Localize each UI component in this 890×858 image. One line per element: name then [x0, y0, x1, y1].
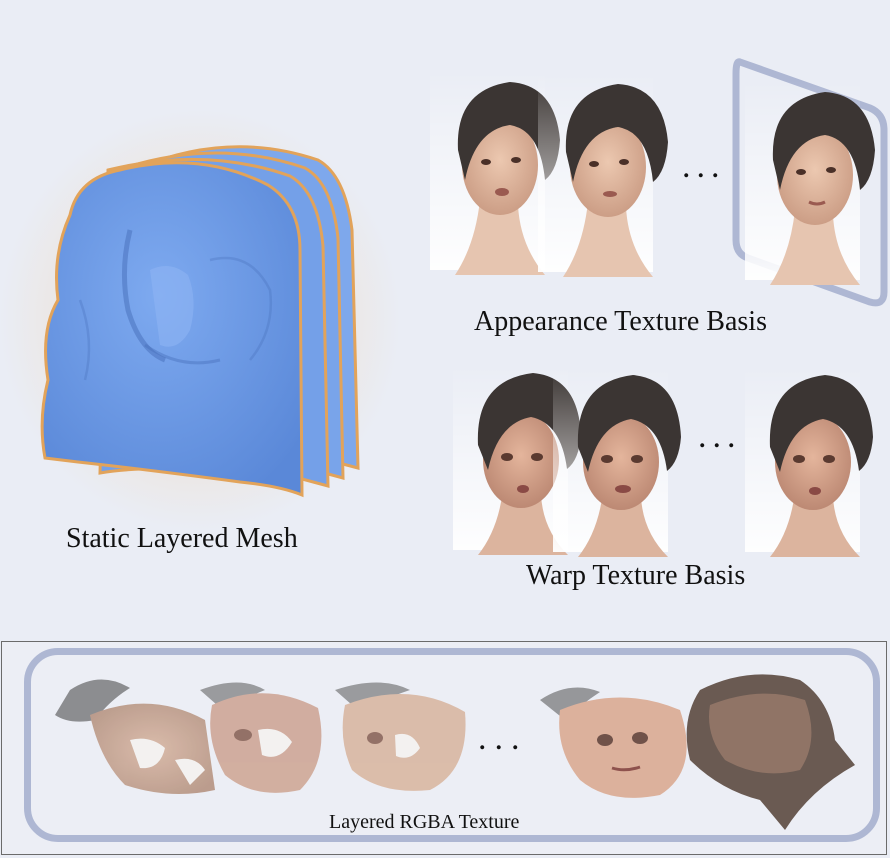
appearance-ellipsis: ...: [682, 148, 726, 185]
static-layered-mesh-label: Static Layered Mesh: [66, 523, 298, 554]
rgba-layer-2: [200, 682, 322, 793]
appearance-face-3: [745, 80, 875, 285]
appearance-face-2: [538, 72, 668, 277]
warp-ellipsis: ...: [698, 418, 742, 455]
appearance-basis-row: [430, 58, 888, 307]
warp-texture-basis-label: Warp Texture Basis: [526, 560, 746, 591]
layered-rgba-texture-label: Layered RGBA Texture: [329, 811, 520, 833]
layered-mesh-illustration: [0, 110, 400, 530]
rgba-texture-frame: [24, 648, 880, 842]
warp-face-3: [745, 367, 873, 557]
rgba-layer-4: [540, 687, 687, 798]
appearance-face-1: [430, 70, 560, 275]
rgba-ellipsis: ...: [478, 720, 528, 757]
warp-face-2: [553, 367, 681, 557]
warp-basis-row: [453, 365, 873, 557]
appearance-texture-basis-label: Appearance Texture Basis: [474, 306, 767, 337]
rgba-layer-3: [335, 682, 466, 791]
appearance-highlight-frame: [732, 58, 888, 307]
rgba-layer-5: [686, 674, 855, 830]
rgba-layer-1: [55, 679, 215, 794]
